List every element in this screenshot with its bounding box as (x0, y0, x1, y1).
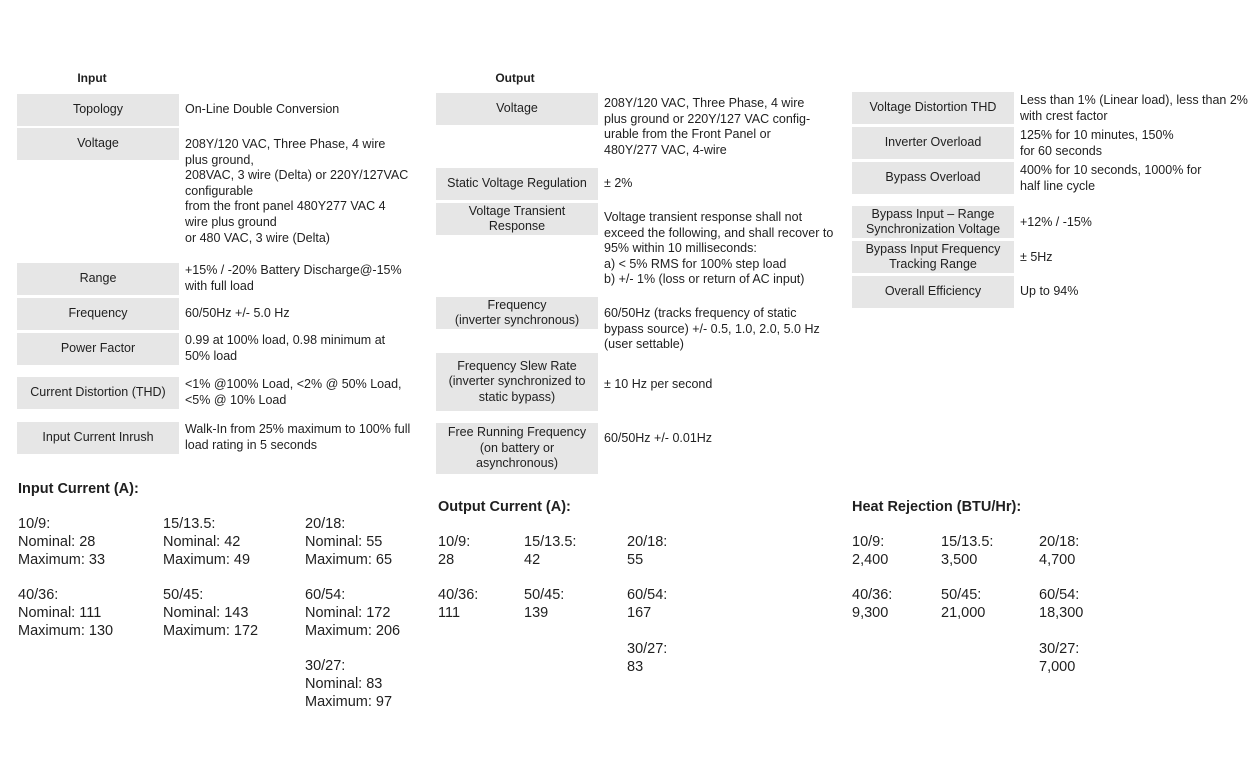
spec-label: Free Running Frequency (on battery or as… (436, 423, 598, 474)
spec-label: Voltage (17, 128, 179, 160)
heat-rejection-cell: 30/27: 7,000 (1039, 641, 1080, 675)
spec-label: Voltage (436, 93, 598, 125)
spec-label: Frequency (inverter synchronous) (436, 297, 598, 329)
spec-value: 60/50Hz +/- 5.0 Hz (185, 306, 290, 320)
spec-row-power-factor: Power Factor 0.99 at 100% load, 0.98 min… (17, 333, 385, 365)
input-current-cell: 20/18: Nominal: 55 Maximum: 65 (305, 516, 393, 568)
spec-label: Static Voltage Regulation (436, 168, 598, 200)
spec-row-input-current-inrush: Input Current Inrush Walk-In from 25% ma… (17, 422, 410, 454)
input-current-cell: 30/27: Nominal: 83 Maximum: 97 (305, 658, 393, 710)
spec-value: ± 5Hz (1020, 250, 1053, 264)
spec-label: Overall Efficiency (852, 276, 1014, 308)
output-current-cell: 40/36: 111 (438, 587, 479, 621)
output-current-cell: 50/45: 139 (524, 587, 565, 621)
spec-row-range: Range +15% / -20% Battery Discharge@-15%… (17, 263, 402, 295)
spec-row-static-voltage-regulation: Static Voltage Regulation ± 2% (436, 168, 632, 200)
spec-label: Bypass Input – Range Synchronization Vol… (852, 206, 1014, 238)
spec-row-bypass-frequency-tracking: Bypass Input Frequency Tracking Range ± … (852, 241, 1053, 273)
output-current-cell: 60/54: 167 (627, 587, 668, 621)
heat-rejection-cell: 10/9: 2,400 (852, 534, 889, 568)
spec-label: Frequency (17, 298, 179, 330)
spec-value: On-Line Double Conversion (185, 102, 340, 116)
heat-rejection-cell: 50/45: 21,000 (941, 587, 986, 621)
input-current-heading: Input Current (A): (18, 481, 139, 497)
spec-row-output-frequency: Frequency (inverter synchronous) 60/50Hz… (436, 297, 820, 353)
spec-row-frequency: Frequency 60/50Hz +/- 5.0 Hz (17, 298, 290, 330)
input-current-cell: 15/13.5: Nominal: 42 Maximum: 49 (163, 516, 251, 568)
input-current-cell: 60/54: Nominal: 172 Maximum: 206 (305, 587, 401, 639)
spec-row-free-running-frequency: Free Running Frequency (on battery or as… (436, 423, 712, 474)
spec-label: Voltage Transient Response (436, 203, 598, 235)
spec-value: ± 2% (604, 176, 633, 190)
spec-label: Frequency Slew Rate (inverter synchroniz… (436, 353, 598, 411)
input-section-title: Input (77, 71, 107, 85)
spec-value: 208Y/120 VAC, Three Phase, 4 wire plus g… (185, 137, 409, 245)
spec-label: Bypass Overload (852, 162, 1014, 194)
output-section-title: Output (495, 71, 535, 85)
spec-value: +12% / -15% (1020, 215, 1092, 229)
spec-value: Voltage transient response shall not exc… (604, 210, 834, 287)
spec-label: Inverter Overload (852, 127, 1014, 159)
spec-value: 208Y/120 VAC, Three Phase, 4 wire plus g… (604, 96, 811, 157)
spec-row-current-distortion: Current Distortion (THD) <1% @100% Load,… (17, 377, 402, 409)
output-current-cell: 30/27: 83 (627, 641, 668, 675)
heat-rejection-heading: Heat Rejection (BTU/Hr): (852, 499, 1022, 515)
spec-row-bypass-overload: Bypass Overload 400% for 10 seconds, 100… (852, 162, 1201, 194)
input-current-cell: 50/45: Nominal: 143 Maximum: 172 (163, 587, 259, 639)
input-current-cell: 10/9: Nominal: 28 Maximum: 33 (18, 516, 106, 568)
output-current-cell: 10/9: 28 (438, 534, 471, 568)
heat-rejection-cell: 40/36: 9,300 (852, 587, 893, 621)
spec-value: 125% for 10 minutes, 150% for 60 seconds (1020, 128, 1174, 158)
spec-value: 0.99 at 100% load, 0.98 minimum at 50% l… (185, 333, 386, 363)
input-current-cell: 40/36: Nominal: 111 Maximum: 130 (18, 587, 114, 639)
spec-row-voltage-distortion-thd: Voltage Distortion THD Less than 1% (Lin… (852, 92, 1248, 124)
spec-row-frequency-slew-rate: Frequency Slew Rate (inverter synchroniz… (436, 353, 712, 411)
output-current-heading: Output Current (A): (438, 499, 571, 515)
spec-value: +15% / -20% Battery Discharge@-15% with … (185, 263, 402, 293)
spec-label: Voltage Distortion THD (852, 92, 1014, 124)
spec-row-voltage: Voltage 208Y/120 VAC, Three Phase, 4 wir… (17, 128, 408, 246)
spec-label: Bypass Input Frequency Tracking Range (852, 241, 1014, 273)
spec-row-topology: Topology On-Line Double Conversion (17, 94, 339, 126)
spec-row-voltage-transient-response: Voltage Transient Response Voltage trans… (436, 203, 833, 288)
spec-value: 400% for 10 seconds, 1000% for half line… (1020, 163, 1202, 193)
spec-row-overall-efficiency: Overall Efficiency Up to 94% (852, 276, 1078, 308)
spec-value: <1% @100% Load, <2% @ 50% Load, <5% @ 10… (185, 377, 402, 407)
spec-value: Less than 1% (Linear load), less than 2%… (1020, 93, 1248, 123)
output-current-cell: 20/18: 55 (627, 534, 668, 568)
spec-value: 60/50Hz (tracks frequency of static bypa… (604, 306, 820, 352)
spec-label: Topology (17, 94, 179, 126)
spec-row-bypass-input-range: Bypass Input – Range Synchronization Vol… (852, 206, 1092, 238)
spec-value: ± 10 Hz per second (604, 377, 713, 391)
spec-label: Power Factor (17, 333, 179, 365)
heat-rejection-cell: 15/13.5: 3,500 (941, 534, 994, 568)
spec-label: Input Current Inrush (17, 422, 179, 454)
output-current-cell: 15/13.5: 42 (524, 534, 577, 568)
spec-label: Current Distortion (THD) (17, 377, 179, 409)
heat-rejection-cell: 20/18: 4,700 (1039, 534, 1080, 568)
spec-value: Up to 94% (1020, 284, 1079, 298)
spec-row-output-voltage: Voltage 208Y/120 VAC, Three Phase, 4 wir… (436, 93, 810, 158)
heat-rejection-cell: 60/54: 18,300 (1039, 587, 1084, 621)
spec-value: 60/50Hz +/- 0.01Hz (604, 431, 713, 445)
spec-value: Walk-In from 25% maximum to 100% full lo… (185, 422, 411, 452)
spec-label: Range (17, 263, 179, 295)
spec-row-inverter-overload: Inverter Overload 125% for 10 minutes, 1… (852, 127, 1174, 159)
